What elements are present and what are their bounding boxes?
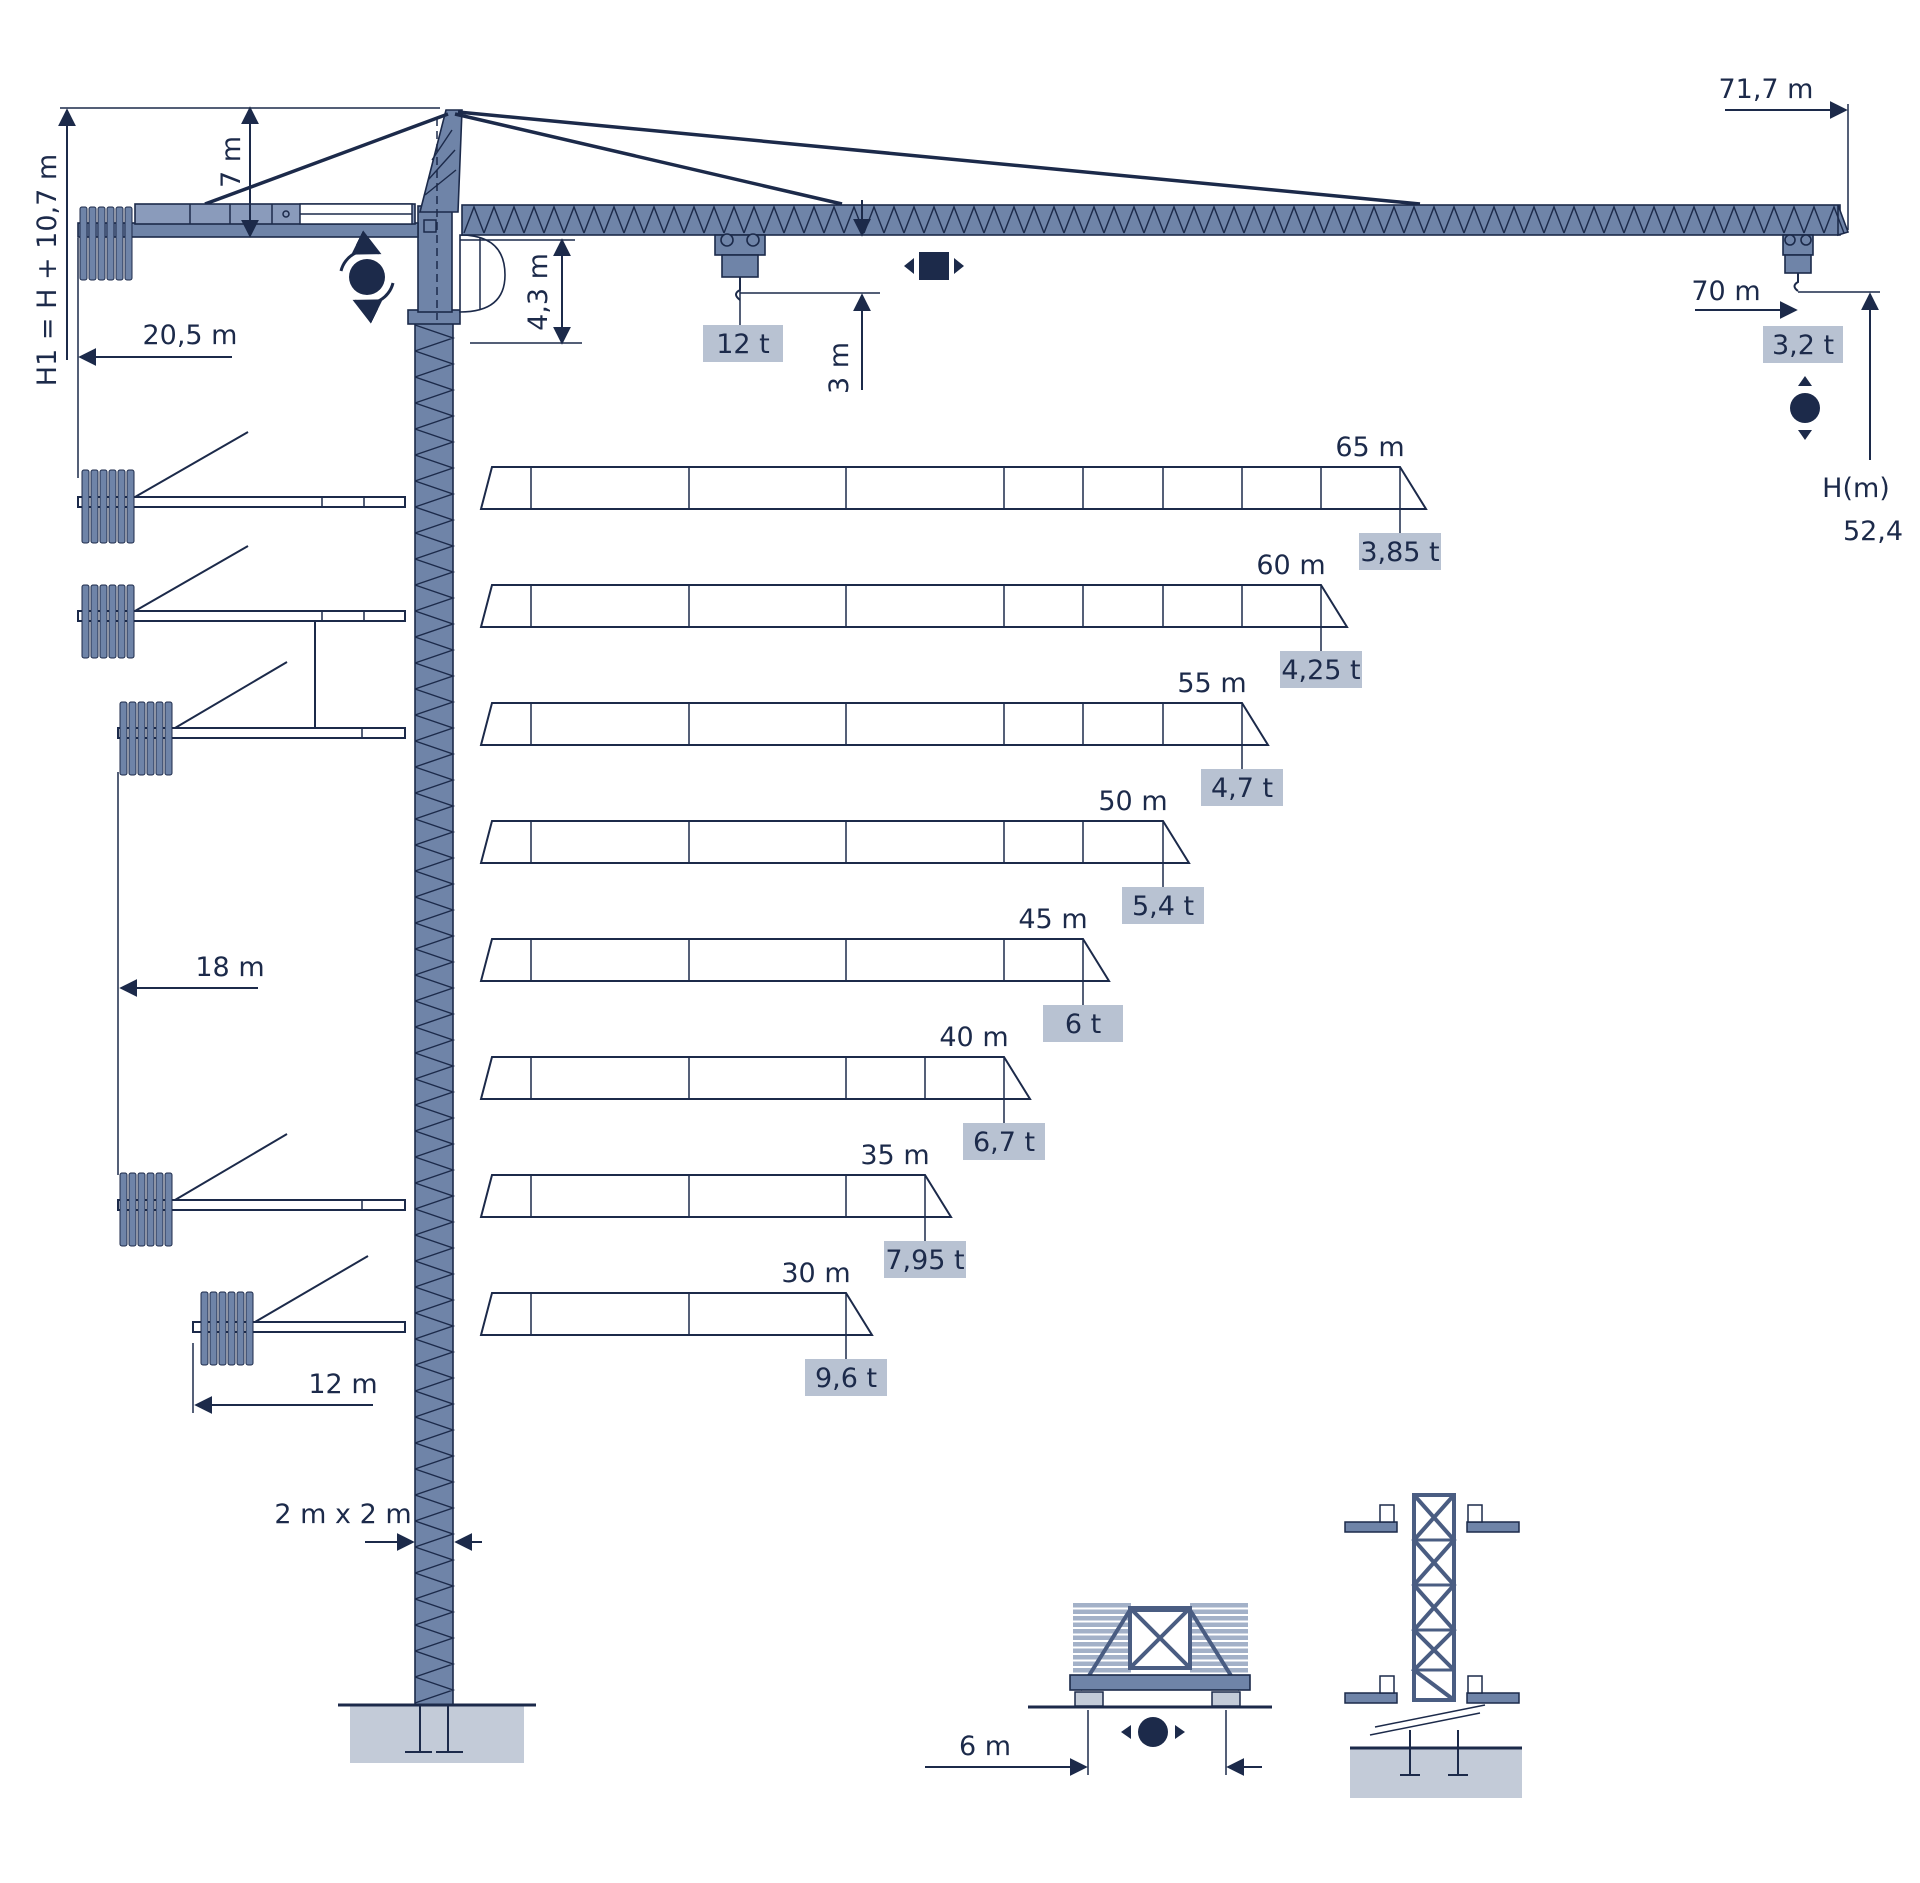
jib-load-box — [1280, 651, 1362, 688]
jib-outline — [479, 1174, 953, 1218]
jib-outline — [479, 466, 1428, 510]
jib-length-label: 55 m — [1177, 668, 1246, 699]
jib-load-box — [805, 1359, 887, 1396]
mast-section-label: 2 m x 2 m — [274, 1499, 411, 1530]
jib-load-box — [1122, 887, 1204, 924]
jib-length-label: 60 m — [1256, 550, 1325, 581]
jib-length-label: 30 m — [781, 1258, 850, 1289]
jib-length-label: 50 m — [1098, 786, 1167, 817]
hook-drop-label: 3 m — [824, 342, 855, 394]
counter-jib-mid-label: 18 m — [195, 952, 264, 983]
trolley-max-load — [714, 233, 766, 301]
jib-load-box — [1359, 533, 1441, 570]
jib-outline — [479, 1056, 1032, 1100]
jib-config-row: 60 m 4,25 t — [479, 550, 1362, 688]
jib-load-box — [1043, 1005, 1123, 1042]
jib-load-box — [963, 1123, 1045, 1160]
height-value: 52,4 — [1843, 516, 1903, 547]
jib-length-label: 40 m — [939, 1022, 1008, 1053]
hoist-icon — [1790, 376, 1820, 440]
max-load-value: 12 t — [716, 329, 770, 360]
trolley-travel-icon — [904, 252, 964, 280]
foundation — [338, 1703, 536, 1763]
jib-configurations: 65 m 3,85 t 60 m 4,25 t 55 m 4,7 t 50 m 5,4 t 45… — [479, 432, 1441, 1396]
tower-head — [418, 109, 463, 320]
tie-bars — [204, 110, 1421, 206]
counter-jib-variant — [77, 545, 406, 727]
jib-outline — [479, 820, 1191, 864]
jib-load-box — [884, 1241, 966, 1278]
jib-load-value: 3,85 t — [1360, 537, 1439, 568]
jib-length-label: 65 m — [1335, 432, 1404, 463]
jib-load-box — [1201, 769, 1283, 806]
counter-jib-variant — [77, 431, 406, 544]
jib-load-value: 4,25 t — [1281, 655, 1360, 686]
jib-config-row: 40 m 6,7 t — [479, 1022, 1045, 1160]
jib-load-value: 6 t — [1065, 1009, 1101, 1040]
trolley-tip — [1782, 234, 1814, 292]
cab-height-label: 4,3 m — [523, 253, 554, 331]
slewing-icon — [339, 230, 395, 324]
counter-jib — [77, 203, 419, 281]
base-width-label: 6 m — [959, 1731, 1011, 1762]
jib-load-value: 7,95 t — [885, 1245, 964, 1276]
jib-config-row: 55 m 4,7 t — [479, 668, 1283, 806]
hook-reach-label: 70 m — [1691, 276, 1760, 307]
jib-load-value: 4,7 t — [1211, 773, 1273, 804]
counter-jib-variants: 18 m 12 m — [77, 431, 406, 1414]
jib-length-label: 35 m — [860, 1140, 929, 1171]
climbing-detail — [1344, 1493, 1522, 1798]
travelling-base-detail: 6 m — [925, 1603, 1272, 1776]
main-jib — [461, 204, 1850, 237]
jib-outline — [479, 702, 1270, 746]
apex-height-label: 7 m — [216, 136, 247, 188]
max-height-label: H1 = H + 10,7 m — [32, 154, 63, 386]
slewing-unit — [407, 205, 506, 325]
jib-config-row: 65 m 3,85 t — [479, 432, 1441, 570]
counter-jib-long-label: 20,5 m — [142, 320, 237, 351]
height-label: H(m) — [1822, 473, 1890, 504]
jib-outline — [479, 938, 1111, 982]
jib-load-value: 6,7 t — [973, 1127, 1035, 1158]
jib-config-row: 50 m 5,4 t — [479, 786, 1204, 924]
jib-outline — [479, 584, 1349, 628]
jib-load-value: 9,6 t — [815, 1363, 877, 1394]
jib-config-row: 30 m 9,6 t — [479, 1258, 887, 1396]
max-reach-label: 71,7 m — [1718, 74, 1813, 105]
jib-config-row: 45 m 6 t — [479, 904, 1123, 1042]
tip-load-value: 3,2 t — [1772, 330, 1834, 361]
counter-jib-short-label: 12 m — [308, 1369, 377, 1400]
counter-jib-variant — [117, 661, 406, 776]
counter-jib-variant — [192, 1255, 406, 1366]
jib-length-label: 45 m — [1018, 904, 1087, 935]
jib-config-row: 35 m 7,95 t — [479, 1140, 966, 1278]
jib-outline — [479, 1292, 874, 1336]
counter-jib-variant — [117, 1133, 406, 1247]
travel-icon — [1121, 1717, 1185, 1747]
mast — [414, 319, 456, 1706]
jib-load-value: 5,4 t — [1132, 891, 1194, 922]
base-ballast — [1073, 1603, 1248, 1673]
